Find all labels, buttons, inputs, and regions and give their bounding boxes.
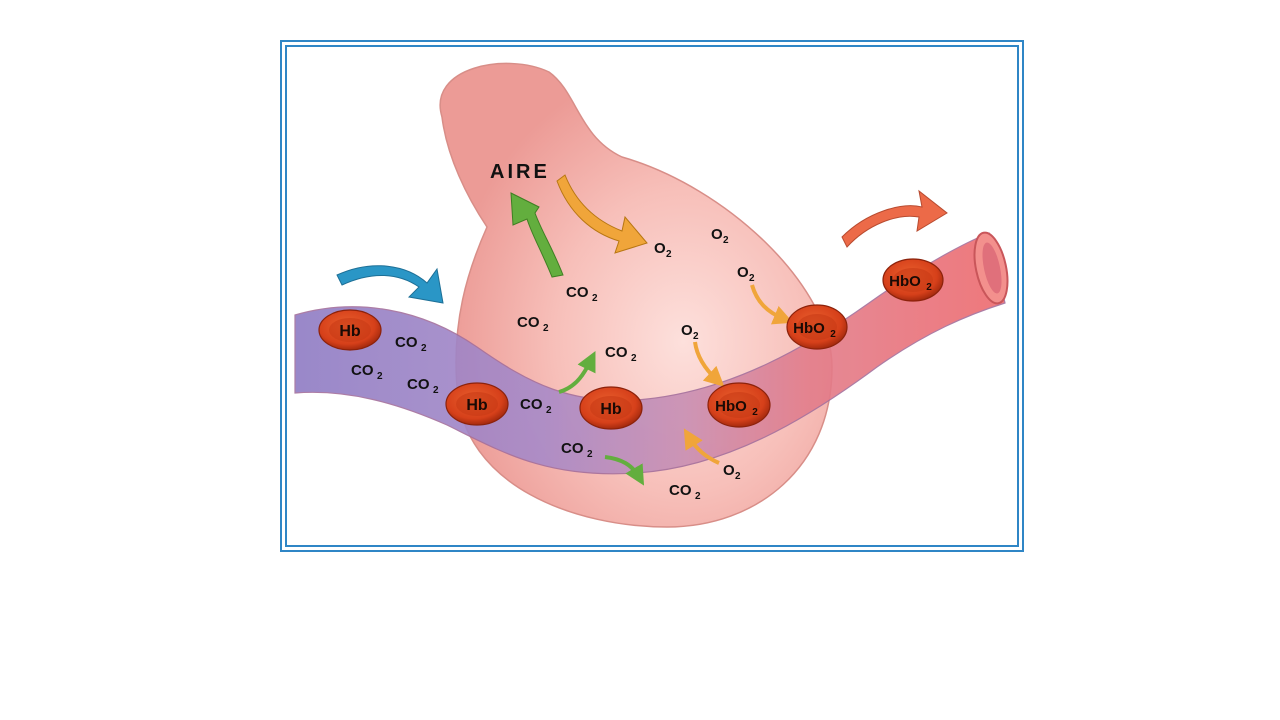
svg-text:2: 2 (693, 331, 699, 342)
svg-text:2: 2 (587, 449, 593, 460)
svg-text:CO: CO (605, 344, 628, 361)
svg-text:2: 2 (666, 249, 672, 260)
svg-text:CO: CO (669, 482, 692, 499)
svg-text:O: O (737, 264, 749, 281)
hbo2-label: HbO (889, 273, 921, 290)
red-blood-cell-hbo2-2: HbO 2 (786, 304, 848, 350)
red-blood-cell-hb-2: Hb (445, 382, 509, 426)
gas-exchange-diagram: Hb Hb Hb HbO 2 HbO 2 (294, 62, 1009, 528)
svg-text:2: 2 (546, 405, 552, 416)
svg-text:CO: CO (561, 440, 584, 457)
red-blood-cell-hbo2-1: HbO 2 (707, 382, 771, 428)
svg-text:2: 2 (377, 371, 383, 382)
o2-diffusion-arrow-upper (750, 284, 794, 325)
svg-text:CO: CO (520, 396, 543, 413)
svg-text:CO: CO (351, 362, 374, 379)
hb-label: Hb (339, 323, 361, 340)
o2-entry-arrow (556, 174, 648, 254)
blood-outflow-arrow (841, 189, 948, 248)
svg-text:O: O (711, 226, 723, 243)
svg-text:O: O (654, 240, 666, 257)
svg-text:2: 2 (433, 385, 439, 396)
red-blood-cell-hb-3: Hb (579, 386, 643, 430)
svg-text:CO: CO (407, 376, 430, 393)
o2-diffusion-arrow-lower (683, 428, 720, 465)
subscript-2: 2 (752, 407, 758, 418)
svg-text:CO: CO (566, 284, 589, 301)
svg-text:2: 2 (421, 343, 427, 354)
svg-text:2: 2 (723, 235, 729, 246)
o2-diffusion-arrow-middle (693, 341, 725, 387)
red-blood-cell-hbo2-3: HbO 2 (882, 258, 944, 302)
subscript-2: 2 (830, 329, 836, 340)
co2-diffusion-arrow-lower (604, 455, 645, 486)
hb-label: Hb (466, 397, 488, 414)
svg-text:2: 2 (592, 293, 598, 304)
diagram-frame: Hb Hb Hb HbO 2 HbO 2 (280, 40, 1024, 552)
svg-text:2: 2 (695, 491, 701, 502)
diagram-frame-inner: Hb Hb Hb HbO 2 HbO 2 (285, 45, 1019, 547)
svg-text:O: O (681, 322, 693, 339)
svg-text:CO: CO (395, 334, 418, 351)
red-blood-cell-hb-1: Hb (318, 309, 382, 351)
co2-exit-arrow (510, 192, 564, 278)
subscript-2: 2 (926, 282, 932, 293)
svg-text:2: 2 (543, 323, 549, 334)
hbo2-label: HbO (715, 398, 747, 415)
blood-inflow-arrow (336, 265, 444, 304)
air-label: AIRE (490, 161, 550, 183)
hb-label: Hb (600, 401, 622, 418)
svg-text:O: O (723, 462, 735, 479)
svg-text:CO: CO (517, 314, 540, 331)
co2-diffusion-arrow (558, 351, 596, 394)
svg-text:2: 2 (749, 273, 755, 284)
hbo2-label: HbO (793, 320, 825, 337)
svg-text:2: 2 (631, 353, 637, 364)
svg-text:2: 2 (735, 471, 741, 482)
vessel-lumen (982, 242, 1002, 294)
